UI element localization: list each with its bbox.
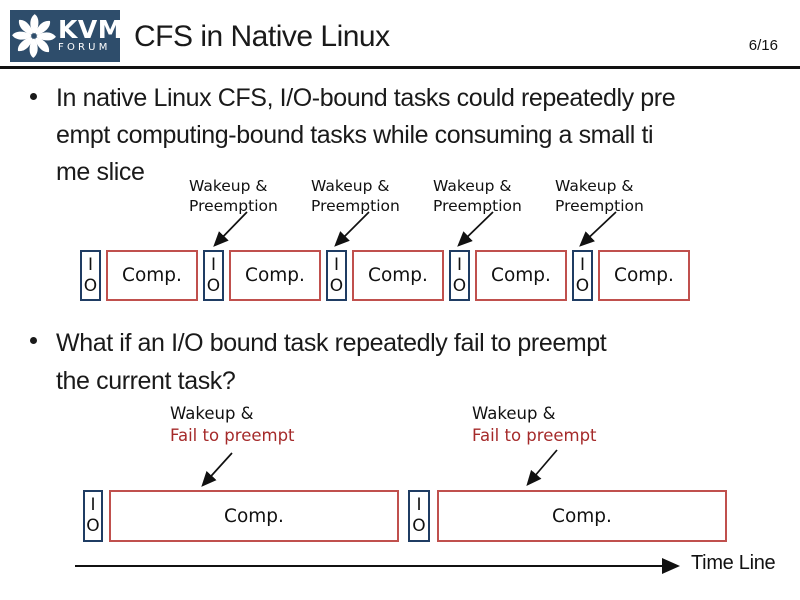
callout-arrow-3 (457, 211, 494, 247)
io-label-top: I (456, 254, 462, 275)
bullet-1: In native Linux CFS, I/O-bound tasks cou… (30, 80, 780, 191)
comp-label: Comp. (491, 265, 551, 286)
bullet-2-line-1: What if an I/O bound task repeatedly fai… (56, 329, 607, 357)
wakeup-fail-label-2: Wakeup & Fail to preempt (472, 403, 597, 447)
logo-text: KVM FORUM (58, 15, 124, 54)
comp-label: Comp. (224, 505, 284, 527)
page-number: 6/16 (748, 37, 778, 54)
header-divider (0, 66, 800, 69)
io-label-top: I (416, 495, 422, 515)
io-label-bottom: O (83, 275, 98, 296)
pinwheel-icon (12, 14, 56, 58)
comp-task-box-long: Comp. (109, 490, 399, 542)
comp-task-box: Comp. (229, 250, 321, 301)
fail-arrow-2 (526, 449, 558, 486)
bullet-1-line-1: In native Linux CFS, I/O-bound tasks cou… (56, 84, 676, 112)
kvm-forum-logo: KVM FORUM (10, 10, 124, 62)
wakeup-fail-label-1: Wakeup & Fail to preempt (170, 403, 295, 447)
callout-line-2: Preemption (433, 197, 522, 215)
callout-line-2: Preemption (189, 197, 278, 215)
page-title: CFS in Native Linux (134, 20, 390, 53)
io-label-bottom: O (329, 275, 344, 296)
bullet-marker (30, 337, 37, 344)
io-label-bottom: O (412, 516, 426, 536)
callout-arrow-2 (334, 211, 370, 247)
comp-label: Comp. (122, 265, 182, 286)
comp-task-box-long: Comp. (437, 490, 727, 542)
bullet-1-line-3: me slice (56, 158, 145, 186)
comp-label: Comp. (614, 265, 674, 286)
io-label-top: I (210, 254, 216, 275)
callout-line-1: Wakeup & (555, 177, 634, 195)
callout-line-1: Wakeup & (472, 404, 556, 423)
wakeup-preemption-label-2: Wakeup & Preemption (311, 176, 400, 216)
wakeup-preemption-label-4: Wakeup & Preemption (555, 176, 644, 216)
timeline-label: Time Line (691, 552, 776, 574)
io-label-bottom: O (86, 516, 100, 536)
bullet-1-line-2: empt computing-bound tasks while consumi… (56, 121, 654, 149)
callout-line-2: Preemption (311, 197, 400, 215)
wakeup-preemption-label-1: Wakeup & Preemption (189, 176, 278, 216)
io-label-bottom: O (206, 275, 221, 296)
logo-brand: KVM (58, 15, 124, 44)
callout-line-2: Preemption (555, 197, 644, 215)
comp-label: Comp. (245, 265, 305, 286)
bullet-2: What if an I/O bound task repeatedly fai… (30, 324, 780, 400)
comp-task-box: Comp. (106, 250, 198, 301)
io-label-top: I (333, 254, 339, 275)
comp-label: Comp. (368, 265, 428, 286)
comp-label: Comp. (552, 505, 612, 527)
fail-arrow-1 (201, 452, 233, 487)
callout-arrow-1 (213, 211, 248, 247)
comp-task-box: Comp. (475, 250, 567, 301)
io-label-top: I (579, 254, 585, 275)
callout-line-1: Wakeup & (170, 404, 254, 423)
callout-arrow-4 (579, 211, 617, 247)
io-label-top: I (87, 254, 93, 275)
io-label-bottom: O (575, 275, 590, 296)
comp-task-box: Comp. (352, 250, 444, 301)
logo-subtitle: FORUM (58, 42, 111, 53)
comp-task-box: Comp. (598, 250, 690, 301)
bullet-marker (30, 93, 37, 100)
callout-line-1: Wakeup & (189, 177, 268, 195)
callout-line-1: Wakeup & (311, 177, 390, 195)
io-label-top: I (90, 495, 96, 515)
bullet-2-line-2: the current task? (56, 367, 236, 395)
fail-to-preempt-text: Fail to preempt (472, 426, 597, 445)
wakeup-preemption-label-3: Wakeup & Preemption (433, 176, 522, 216)
fail-to-preempt-text: Fail to preempt (170, 426, 295, 445)
callout-line-1: Wakeup & (433, 177, 512, 195)
io-label-bottom: O (452, 275, 467, 296)
